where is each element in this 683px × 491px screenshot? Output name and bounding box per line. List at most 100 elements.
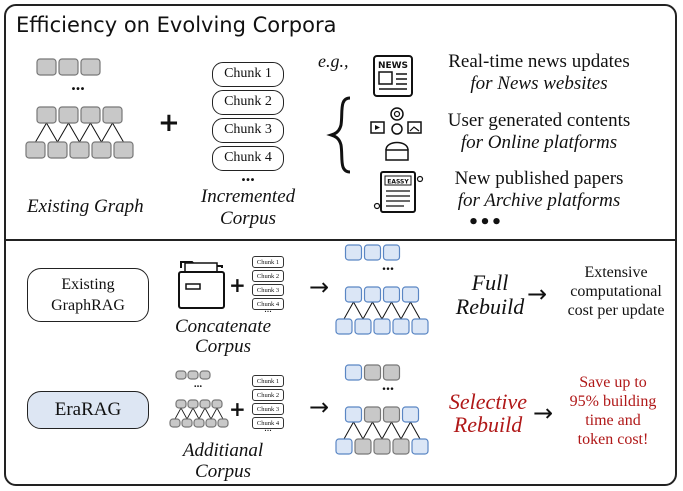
graph-edge (210, 407, 218, 420)
graph-edge (68, 122, 80, 143)
selective-rebuild-line-1: Selective (448, 389, 528, 414)
graph-bottom-node (169, 418, 181, 428)
mini-chunk-3-row-1: Chunk 3 (252, 284, 284, 296)
example-1-line-1: Real-time news updates (448, 51, 630, 72)
mini-chunk-4-row-2: Chunk 4 (252, 417, 284, 429)
chunk-3: Chunk 3 (212, 118, 284, 143)
graph-edge (362, 421, 373, 440)
graph-bottom-node (335, 318, 353, 335)
plus-sign-row-2: + (229, 397, 246, 421)
arrow-to-graph-row-2: → (309, 393, 330, 421)
selective-rebuild-line-2: Rebuild (453, 412, 523, 437)
example-3-line-2: for Archive platforms (457, 190, 621, 211)
incremented-corpus-label-1: Incremented (200, 186, 296, 207)
mini-chunk-1-row-1: Chunk 1 (252, 256, 284, 268)
selective-result-line-4: token cost! (577, 431, 649, 448)
concatenate-label-2: Corpus (195, 336, 251, 357)
ellipsis-mini-chunks-row-1: ... (264, 304, 272, 315)
graph-edge (198, 407, 206, 420)
graph-mid-node (187, 399, 199, 409)
graph-mid-node (211, 399, 223, 409)
paper-icon-text: EASSY (387, 179, 409, 186)
section-divider (6, 239, 677, 241)
graph-bottom-node (354, 318, 372, 335)
mini-chunk-4-row-1: Chunk 4 (252, 298, 284, 310)
graph-edge (381, 421, 392, 440)
graph-top-node (175, 370, 187, 380)
graph-edge (391, 301, 402, 320)
graph-edge (112, 122, 124, 143)
mini-chunk-2-row-1: Chunk 2 (252, 270, 284, 282)
graph-mid-node (199, 399, 211, 409)
graph-edge (343, 301, 354, 320)
additional-corpus-label-2: Corpus (195, 461, 251, 482)
existing-graph-label: Existing Graph (27, 196, 144, 217)
graph-edge (343, 421, 354, 440)
graph-edge (410, 301, 421, 320)
plus-sign-row-1: + (229, 273, 246, 297)
graph-edge (400, 301, 411, 320)
chunk-2: Chunk 2 (212, 90, 284, 115)
graph-edge (174, 407, 182, 420)
news-icon-text: NEWS (378, 61, 408, 71)
graph-edge (216, 407, 224, 420)
figure-title: Efficiency on Evolving Corpora (16, 13, 337, 37)
graph-bottom-node (193, 418, 205, 428)
graph-edge (90, 122, 102, 143)
selective-result-line-2: 95% building (569, 393, 657, 410)
additional-corpus-label-1: Additianal (182, 440, 264, 461)
graph-top-node (382, 364, 401, 381)
mini-chunk-3-row-2: Chunk 3 (252, 403, 284, 415)
graph-mid-node (382, 286, 401, 303)
mini-chunk-1-row-2: Chunk 1 (252, 375, 284, 387)
graph-bottom-node (181, 418, 193, 428)
graph-bottom-node (373, 318, 391, 335)
full-result-line-3: cost per update (567, 302, 665, 319)
full-result-line-2: computational (570, 283, 662, 300)
graph-mid-node (80, 106, 101, 124)
graph-top-node (344, 364, 363, 381)
graph-edge (57, 122, 69, 143)
graph-bottom-node (217, 418, 229, 428)
more-examples-dots: ••• (467, 212, 503, 233)
ellipsis-graph-row-1: ... (382, 257, 394, 274)
graph-edge (180, 407, 188, 420)
ellipsis-chunks: ... (241, 165, 255, 185)
graph-bottom-node (411, 438, 429, 455)
chunk-1: Chunk 1 (212, 62, 284, 87)
graph-top-node (363, 364, 382, 381)
graph-mid-node (102, 106, 123, 124)
selective-result-line-3: time and (585, 412, 641, 429)
graph-mid-node (382, 406, 401, 423)
selective-result-line-1: Save up to (579, 374, 647, 391)
example-2-line-2: for Online platforms (460, 132, 618, 153)
ellipsis-graph-row-2: ... (382, 377, 394, 394)
graph-edge (372, 301, 383, 320)
arrow-to-graph-row-1: → (309, 273, 330, 301)
graph-bottom-node (47, 141, 68, 159)
graph-top-node (187, 370, 199, 380)
graph-edge (46, 122, 58, 143)
existing-graphrag-line-2: GraphRAG (51, 297, 125, 314)
graph-bottom-node (205, 418, 217, 428)
example-3-line-1: New published papers (454, 168, 624, 189)
plus-sign-top: + (158, 108, 180, 138)
graph-bottom-node (392, 318, 410, 335)
graph-mid-node (363, 286, 382, 303)
graph-mid-node (36, 106, 57, 124)
full-rebuild-line-2: Rebuild (455, 294, 525, 319)
graph-bottom-node (69, 141, 90, 159)
full-rebuild-line-1: Full (471, 270, 509, 295)
graph-top-node (36, 58, 57, 76)
graph-bottom-node (354, 438, 372, 455)
graph-bottom-node (91, 141, 112, 159)
graph-bottom-node (411, 318, 429, 335)
